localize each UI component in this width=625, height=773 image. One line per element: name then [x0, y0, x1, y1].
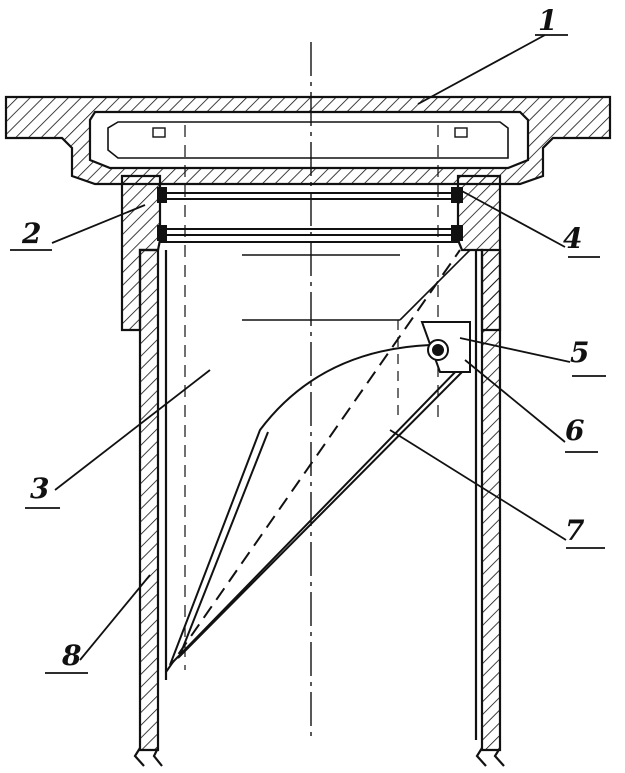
flap-valve-plate [165, 249, 471, 673]
label-part-8: 8 [61, 639, 81, 672]
hinge-pin [420, 321, 471, 373]
label-part-4: 4 [563, 222, 582, 255]
label-part-1: 1 [538, 4, 557, 37]
label-part-5: 5 [570, 336, 589, 369]
pipe-walls [133, 248, 505, 767]
label-part-6: 6 [565, 414, 584, 447]
cover-flange [4, 95, 612, 186]
label-part-3: 3 [30, 472, 49, 505]
leader-lines [10, 34, 606, 674]
label-part-2: 2 [21, 217, 41, 250]
label-part-7: 7 [565, 514, 585, 547]
seal-rings [157, 187, 463, 243]
